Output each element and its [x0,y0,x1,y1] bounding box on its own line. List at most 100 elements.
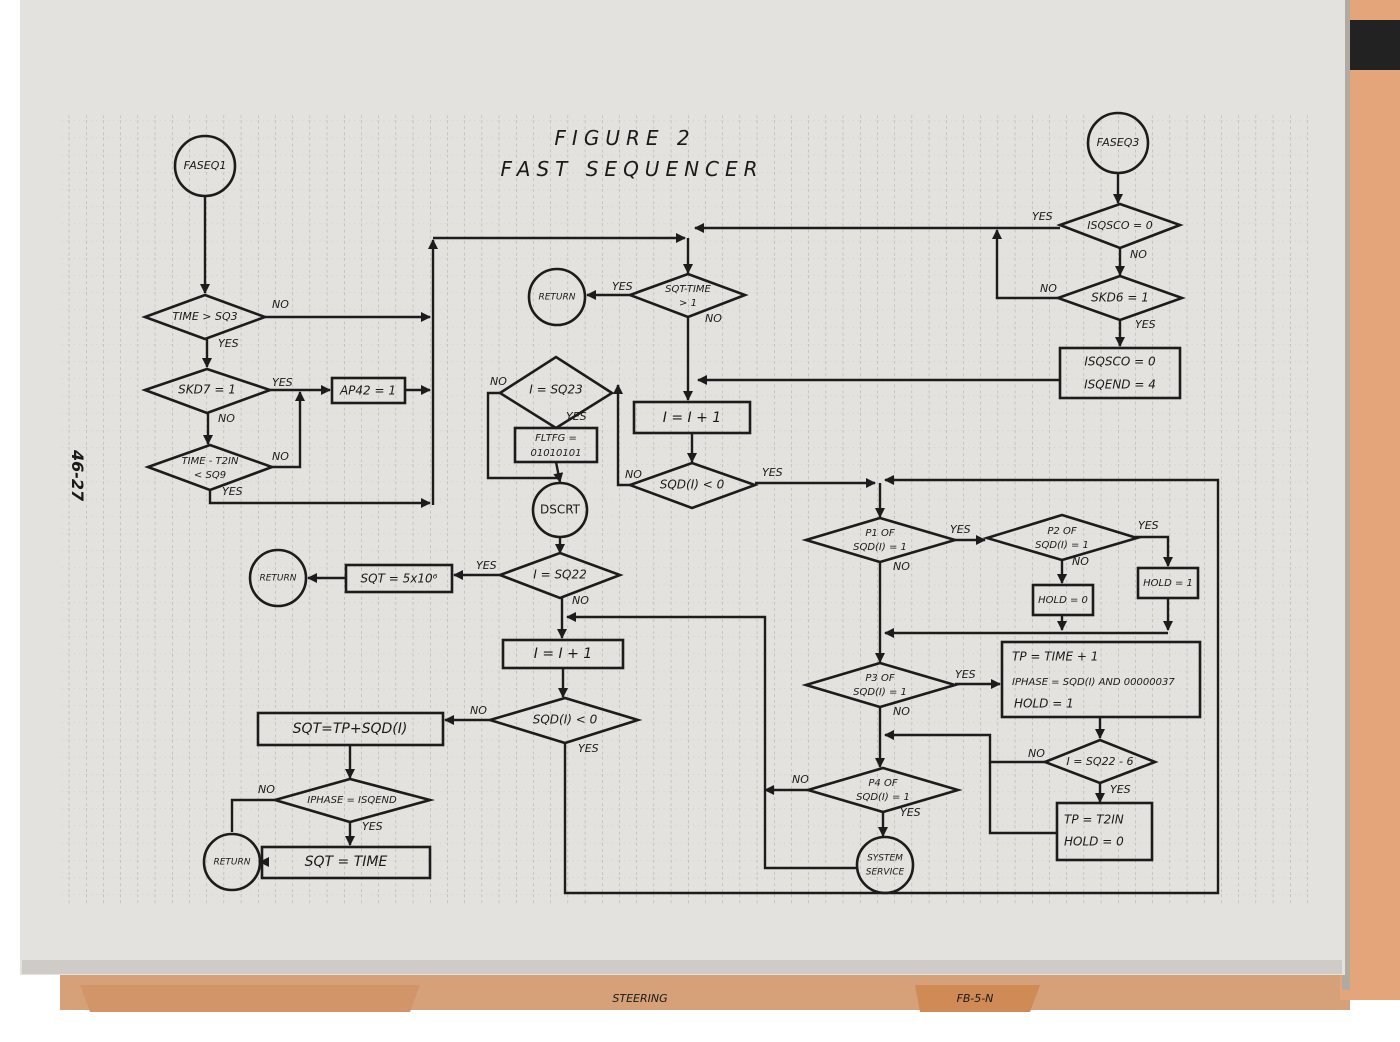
decision-i-sq22-6: I = SQ22 - 6 [1041,738,1159,785]
node-label: SQD(I) = 1 [853,542,907,553]
terminal-return-mid: RETURN [248,548,308,608]
process-fltfg: FLTFG =01010101 [513,426,599,464]
node-label: DSCRT [540,503,581,517]
figure-subtitle: FAST SEQUENCER [500,157,763,181]
node-label: TP = TIME + 1 [1012,650,1098,664]
node-label: SQD(I) = 1 [856,792,910,803]
process-sqt-tp: SQT=TP+SQD(I) [256,711,445,747]
process-hold0-a: HOLD = 0 [1031,583,1095,617]
node-label: SERVICE [866,868,905,878]
edge-label-yes: YES [362,820,383,833]
node-label: SKD6 = 1 [1091,291,1149,305]
node-label: RETURN [259,574,296,584]
edge-label-yes: YES [222,485,243,498]
edge-label-no: NO [272,450,289,463]
edge-label-no: NO [705,312,722,325]
node-label: SQD(I) < 0 [533,713,598,727]
edge-label-no: NO [1072,555,1089,568]
node-label: HOLD = 1 [1143,578,1193,589]
decision-skd7: SKD7 = 1 [141,367,274,415]
process-sqt-5e6: SQT = 5x10⁶ [344,563,454,594]
edge-label-yes: YES [1135,318,1156,331]
edge-label-yes: YES [900,806,921,819]
figure-title: FIGURE 2 [554,126,695,150]
node-label: P1 OF [865,528,894,539]
process-sqt-time: SQT = TIME [260,845,432,880]
process-isqsco-isqend: ISQSCO = 0 ISQEND = 4 [1058,346,1182,400]
node-faseq3: FASEQ3 [1086,111,1150,175]
node-label: I = SQ23 [529,383,583,397]
edge-label-yes: YES [578,742,599,755]
edge-label-yes: YES [1032,210,1053,223]
node-label: HOLD = 1 [1014,697,1074,711]
node-label: SQT=TP+SQD(I) [293,721,408,737]
edge-label-no: NO [625,468,642,481]
connector-dscrt: DSCRT [531,481,589,539]
edge-label-yes: YES [218,337,239,350]
edge-label-yes: YES [955,668,976,681]
edge-label-yes: YES [476,559,497,572]
edge-label-no: NO [470,704,487,717]
node-label: ISQEND = 4 [1084,378,1156,392]
node-label: I = SQ22 - 6 [1066,755,1133,768]
decision-sqd-lt0-mid: SQD(I) < 0 [485,696,643,745]
node-label: FASEQ1 [184,159,227,172]
connectors [200,173,1220,895]
edge-labels: NO YES YES NO NO YES YES NO NO YES NO YE… [218,210,1159,833]
binder-tab-right [915,985,1040,1012]
decision-i-sq22: I = SQ22 [496,551,624,600]
edge-label-no: NO [1028,747,1045,760]
edge-label-no: NO [893,705,910,718]
node-label: TP = T2IN [1064,813,1124,827]
node-label: FASEQ3 [1097,136,1140,149]
edge-label-no: NO [572,594,589,607]
decision-skd6: SKD6 = 1 [1054,274,1186,322]
node-label: RETURN [538,293,575,303]
node-label: I = SQ22 [533,568,587,582]
graph-grid [60,115,1310,905]
node-label: RETURN [213,858,250,868]
node-label: I = I + 1 [534,646,592,662]
edge-label-yes: YES [762,466,783,479]
edge-label-no: NO [490,375,507,388]
node-label: > 1 [679,298,697,309]
node-label: TIME - T2IN [182,456,239,467]
process-hold1-a: HOLD = 1 [1136,566,1200,600]
edge-label-no: NO [1040,282,1057,295]
terminal-system-service: SYSTEM SERVICE [855,835,915,895]
binder-tab-left [80,985,420,1012]
binder-tab-right-label: FB-5-N [957,992,994,1005]
node-label: SQT = 5x10⁶ [361,572,438,586]
process-i-increment-mid: I = I + 1 [501,638,625,670]
decision-time-gt-sq3: TIME > SQ3 [141,293,269,341]
binder: STEERING FB-5-N [20,0,1400,1012]
edge-label-yes: YES [612,280,633,293]
edge-label-yes: YES [272,376,293,389]
node-label: < SQ9 [194,470,226,481]
terminal-return-bottom: RETURN [202,832,262,892]
edge-label-no: NO [792,773,809,786]
process-i-increment-top: I = I + 1 [632,400,752,435]
node-label: FLTFG = [535,433,577,444]
node-label: ISQSCO = 0 [1084,355,1156,369]
node-label: AP42 = 1 [339,384,396,398]
edge-label-yes: YES [1110,783,1131,796]
decision-time-t2in: TIME - T2IN < SQ9 [144,443,276,492]
decision-sqt-time: SQT-TIME> 1 [626,272,749,319]
node-label: SQD(I) < 0 [660,478,725,492]
edge-label-no: NO [218,412,235,425]
node-label: SQT = TIME [305,854,388,870]
binder-tab-left-label: STEERING [612,992,667,1005]
decision-sqd-lt0-top: SQD(I) < 0 [626,461,759,510]
edge-label-no: NO [272,298,289,311]
edge-label-yes: YES [1138,519,1159,532]
process-ap42: AP42 = 1 [330,376,407,405]
node-label: SKD7 = 1 [178,383,236,397]
edge-label-no: NO [1130,248,1147,261]
node-label: SYSTEM [867,854,903,864]
